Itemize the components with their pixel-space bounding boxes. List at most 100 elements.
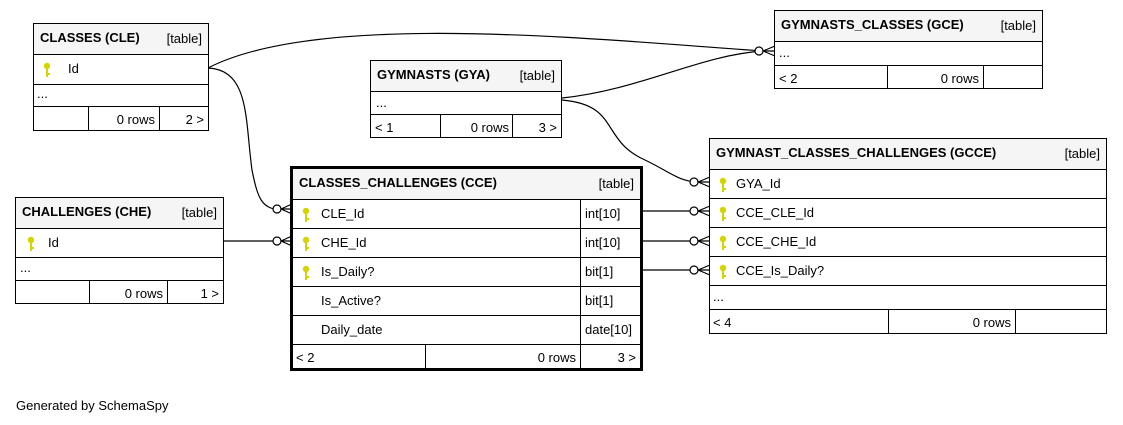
marker-crowfoot — [762, 45, 776, 57]
column-type-cell: date[10] — [580, 316, 640, 344]
footer-children[interactable]: 3 > — [580, 345, 640, 368]
column-row[interactable]: Id — [34, 54, 208, 84]
table-header[interactable]: GYMNASTS (GYA) [table] — [371, 61, 561, 91]
table-title: GYMNASTS_CLASSES (GCE) — [781, 17, 964, 32]
column-type: bit[1] — [585, 293, 614, 308]
table-gymnasts-classes[interactable]: GYMNASTS_CLASSES (GCE) [table] ... < 2 0… — [774, 10, 1043, 89]
footer-children[interactable] — [983, 66, 1042, 88]
more-columns: ... — [713, 289, 724, 304]
table-challenges[interactable]: CHALLENGES (CHE) [table] Id ... 0 rows 1… — [15, 197, 224, 304]
key-icon — [719, 235, 727, 250]
footer-row-count: 0 rows — [887, 66, 983, 88]
column-name: GYA_Id — [736, 176, 781, 191]
marker-crowfoot — [697, 176, 711, 188]
table-type-tag: [table] — [598, 176, 634, 191]
marker-circle — [754, 46, 764, 56]
footer-parents[interactable]: < 2 — [296, 350, 315, 365]
marker-circle — [272, 236, 282, 246]
more-columns-row[interactable]: ... — [710, 285, 1106, 309]
column-row[interactable]: Id — [16, 228, 223, 257]
column-row[interactable]: CLE_Id int[10] — [293, 199, 640, 228]
column-name: Id — [48, 235, 59, 250]
footer-children[interactable]: 1 > — [167, 281, 223, 303]
column-row[interactable]: Daily_date date[10] — [293, 315, 640, 344]
footer-row-count: 0 rows — [88, 107, 159, 130]
more-columns: ... — [37, 86, 48, 101]
table-type-tag: [table] — [181, 205, 217, 220]
marker-circle — [689, 265, 699, 275]
column-type-cell: bit[1] — [580, 258, 640, 286]
column-type-cell: bit[1] — [580, 287, 640, 315]
key-icon — [719, 177, 727, 192]
footer-parents[interactable]: < 2 — [779, 71, 798, 86]
table-footer: 0 rows 2 > — [34, 106, 208, 130]
column-row[interactable]: CHE_Id int[10] — [293, 228, 640, 257]
footer-row-count: 0 rows — [89, 281, 167, 303]
marker-crowfoot — [697, 264, 711, 276]
column-type-cell: int[10] — [580, 229, 640, 257]
column-row[interactable]: CCE_CLE_Id — [710, 198, 1106, 227]
column-type: int[10] — [585, 206, 621, 221]
column-name: CCE_CLE_Id — [736, 205, 815, 220]
column-name: CLE_Id — [321, 206, 365, 221]
column-name: CCE_Is_Daily? — [736, 263, 825, 278]
more-columns-row[interactable]: ... — [16, 257, 223, 280]
column-name: Is_Active? — [321, 293, 381, 308]
key-icon — [719, 264, 727, 279]
table-header[interactable]: CLASSES_CHALLENGES (CCE) [table] — [293, 169, 640, 199]
column-row[interactable]: CCE_CHE_Id — [710, 227, 1106, 256]
table-type-tag: [table] — [166, 31, 202, 46]
table-header[interactable]: CLASSES (CLE) [table] — [34, 24, 208, 54]
table-header[interactable]: GYMNASTS_CLASSES (GCE) [table] — [775, 11, 1042, 41]
marker-circle — [689, 177, 699, 187]
footer-children[interactable]: 2 > — [159, 107, 208, 130]
crowfoot-markers — [272, 45, 776, 276]
column-row[interactable]: GYA_Id — [710, 169, 1106, 198]
table-footer: < 2 0 rows 3 > — [293, 344, 640, 368]
marker-circle — [272, 204, 282, 214]
footer-parents[interactable]: < 1 — [375, 120, 394, 135]
more-columns: ... — [376, 95, 387, 110]
more-columns-row[interactable]: ... — [371, 91, 561, 114]
column-row[interactable]: Is_Active? bit[1] — [293, 286, 640, 315]
column-row[interactable]: Is_Daily? bit[1] — [293, 257, 640, 286]
key-icon — [302, 207, 310, 222]
key-icon — [43, 62, 51, 77]
more-columns: ... — [779, 45, 790, 60]
table-gymnasts[interactable]: GYMNASTS (GYA) [table] ... < 1 0 rows 3 … — [370, 60, 562, 138]
marker-crowfoot — [697, 235, 711, 247]
column-row[interactable]: CCE_Is_Daily? — [710, 256, 1106, 285]
table-type-tag: [table] — [1000, 18, 1036, 33]
footer-parents[interactable] — [34, 107, 88, 130]
table-type-tag: [table] — [519, 68, 555, 83]
footer-children[interactable]: 3 > — [512, 115, 561, 137]
footer-row-count: 0 rows — [425, 345, 580, 368]
column-type: bit[1] — [585, 264, 614, 279]
table-header[interactable]: CHALLENGES (CHE) [table] — [16, 198, 223, 228]
table-classes-challenges[interactable]: CLASSES_CHALLENGES (CCE) [table] CLE_Id … — [290, 166, 643, 371]
key-icon — [302, 265, 310, 280]
marker-circle — [689, 236, 699, 246]
more-columns-row[interactable]: ... — [34, 84, 208, 106]
edge-gymnasts-gymnasts-classes — [561, 50, 764, 99]
table-classes[interactable]: CLASSES (CLE) [table] Id ... 0 rows 2 > — [33, 23, 209, 131]
key-icon — [27, 236, 35, 251]
table-footer: < 1 0 rows 3 > — [371, 114, 561, 137]
more-columns-row[interactable]: ... — [775, 41, 1042, 65]
footer-parents[interactable] — [16, 281, 89, 303]
footer-children[interactable] — [1015, 310, 1106, 333]
generated-by-label: Generated by SchemaSpy — [16, 398, 169, 413]
footer-row-count: 0 rows — [440, 115, 512, 137]
table-footer: 0 rows 1 > — [16, 280, 223, 303]
marker-circle — [689, 206, 699, 216]
footer-parents[interactable]: < 4 — [713, 315, 732, 330]
column-name: CHE_Id — [321, 235, 367, 250]
table-gymnast-classes-challenges[interactable]: GYMNAST_CLASSES_CHALLENGES (GCCE) [table… — [709, 138, 1107, 334]
column-name: Id — [68, 61, 79, 76]
table-title: GYMNAST_CLASSES_CHALLENGES (GCCE) — [716, 145, 997, 160]
key-icon — [302, 236, 310, 251]
table-header[interactable]: GYMNAST_CLASSES_CHALLENGES (GCCE) [table… — [710, 139, 1106, 169]
column-name: Daily_date — [321, 322, 383, 337]
